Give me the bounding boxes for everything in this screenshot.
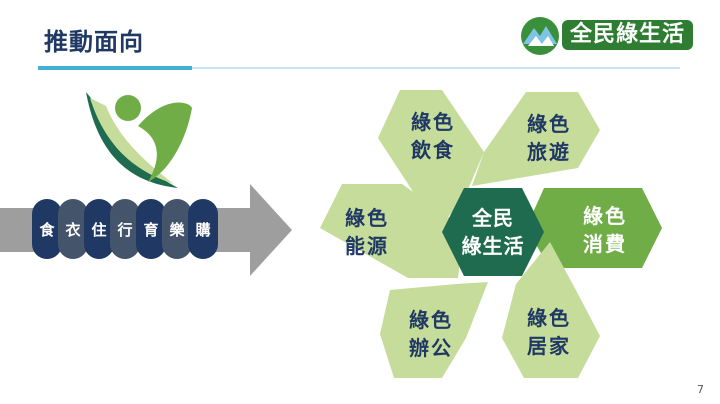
title-underline [192,67,680,69]
lifestyle-item: 購 [188,199,218,259]
green-life-diagram: 綠色 飲食 綠色 旅遊 綠色 能源 綠色 消費 綠色 辦公 綠色 居家 全民 綠… [316,88,666,380]
lifestyle-item: 行 [110,199,140,259]
lifestyle-item: 衣 [58,199,88,259]
segment-travel-shape [472,92,600,186]
title-underline-accent [38,66,192,70]
lifestyle-item: 住 [84,199,114,259]
segment-food-shape [378,90,484,230]
page-number: 7 [697,383,704,396]
center-hexagon [442,188,544,276]
brand-logo: 全民綠生活 [520,14,700,58]
center-label: 全民 綠生活 [461,206,525,258]
slide-title: 推動面向 [44,28,144,56]
segment-home-shape [502,242,600,378]
segment-home-label: 綠色 居家 [527,306,571,358]
lifestyle-item: 食 [32,199,62,259]
segment-office-shape [380,282,488,378]
lifestyle-item: 育 [136,199,166,259]
segment-consumption-label: 綠色 消費 [583,204,627,256]
segment-consumption-shape [526,188,662,268]
logo-text: 全民綠生活 [562,20,694,50]
segment-energy-shape [320,184,464,278]
diagram-shapes [320,90,662,378]
mountain-logo-icon [521,17,559,55]
segment-travel-label: 綠色 旅遊 [527,112,571,164]
lifestyle-item: 樂 [162,199,192,259]
segment-office-label: 綠色 辦公 [409,308,453,360]
leaf-figure-icon [86,92,192,188]
segment-food-label: 綠色 飲食 [411,110,455,162]
segment-energy-label: 綠色 能源 [345,206,389,258]
